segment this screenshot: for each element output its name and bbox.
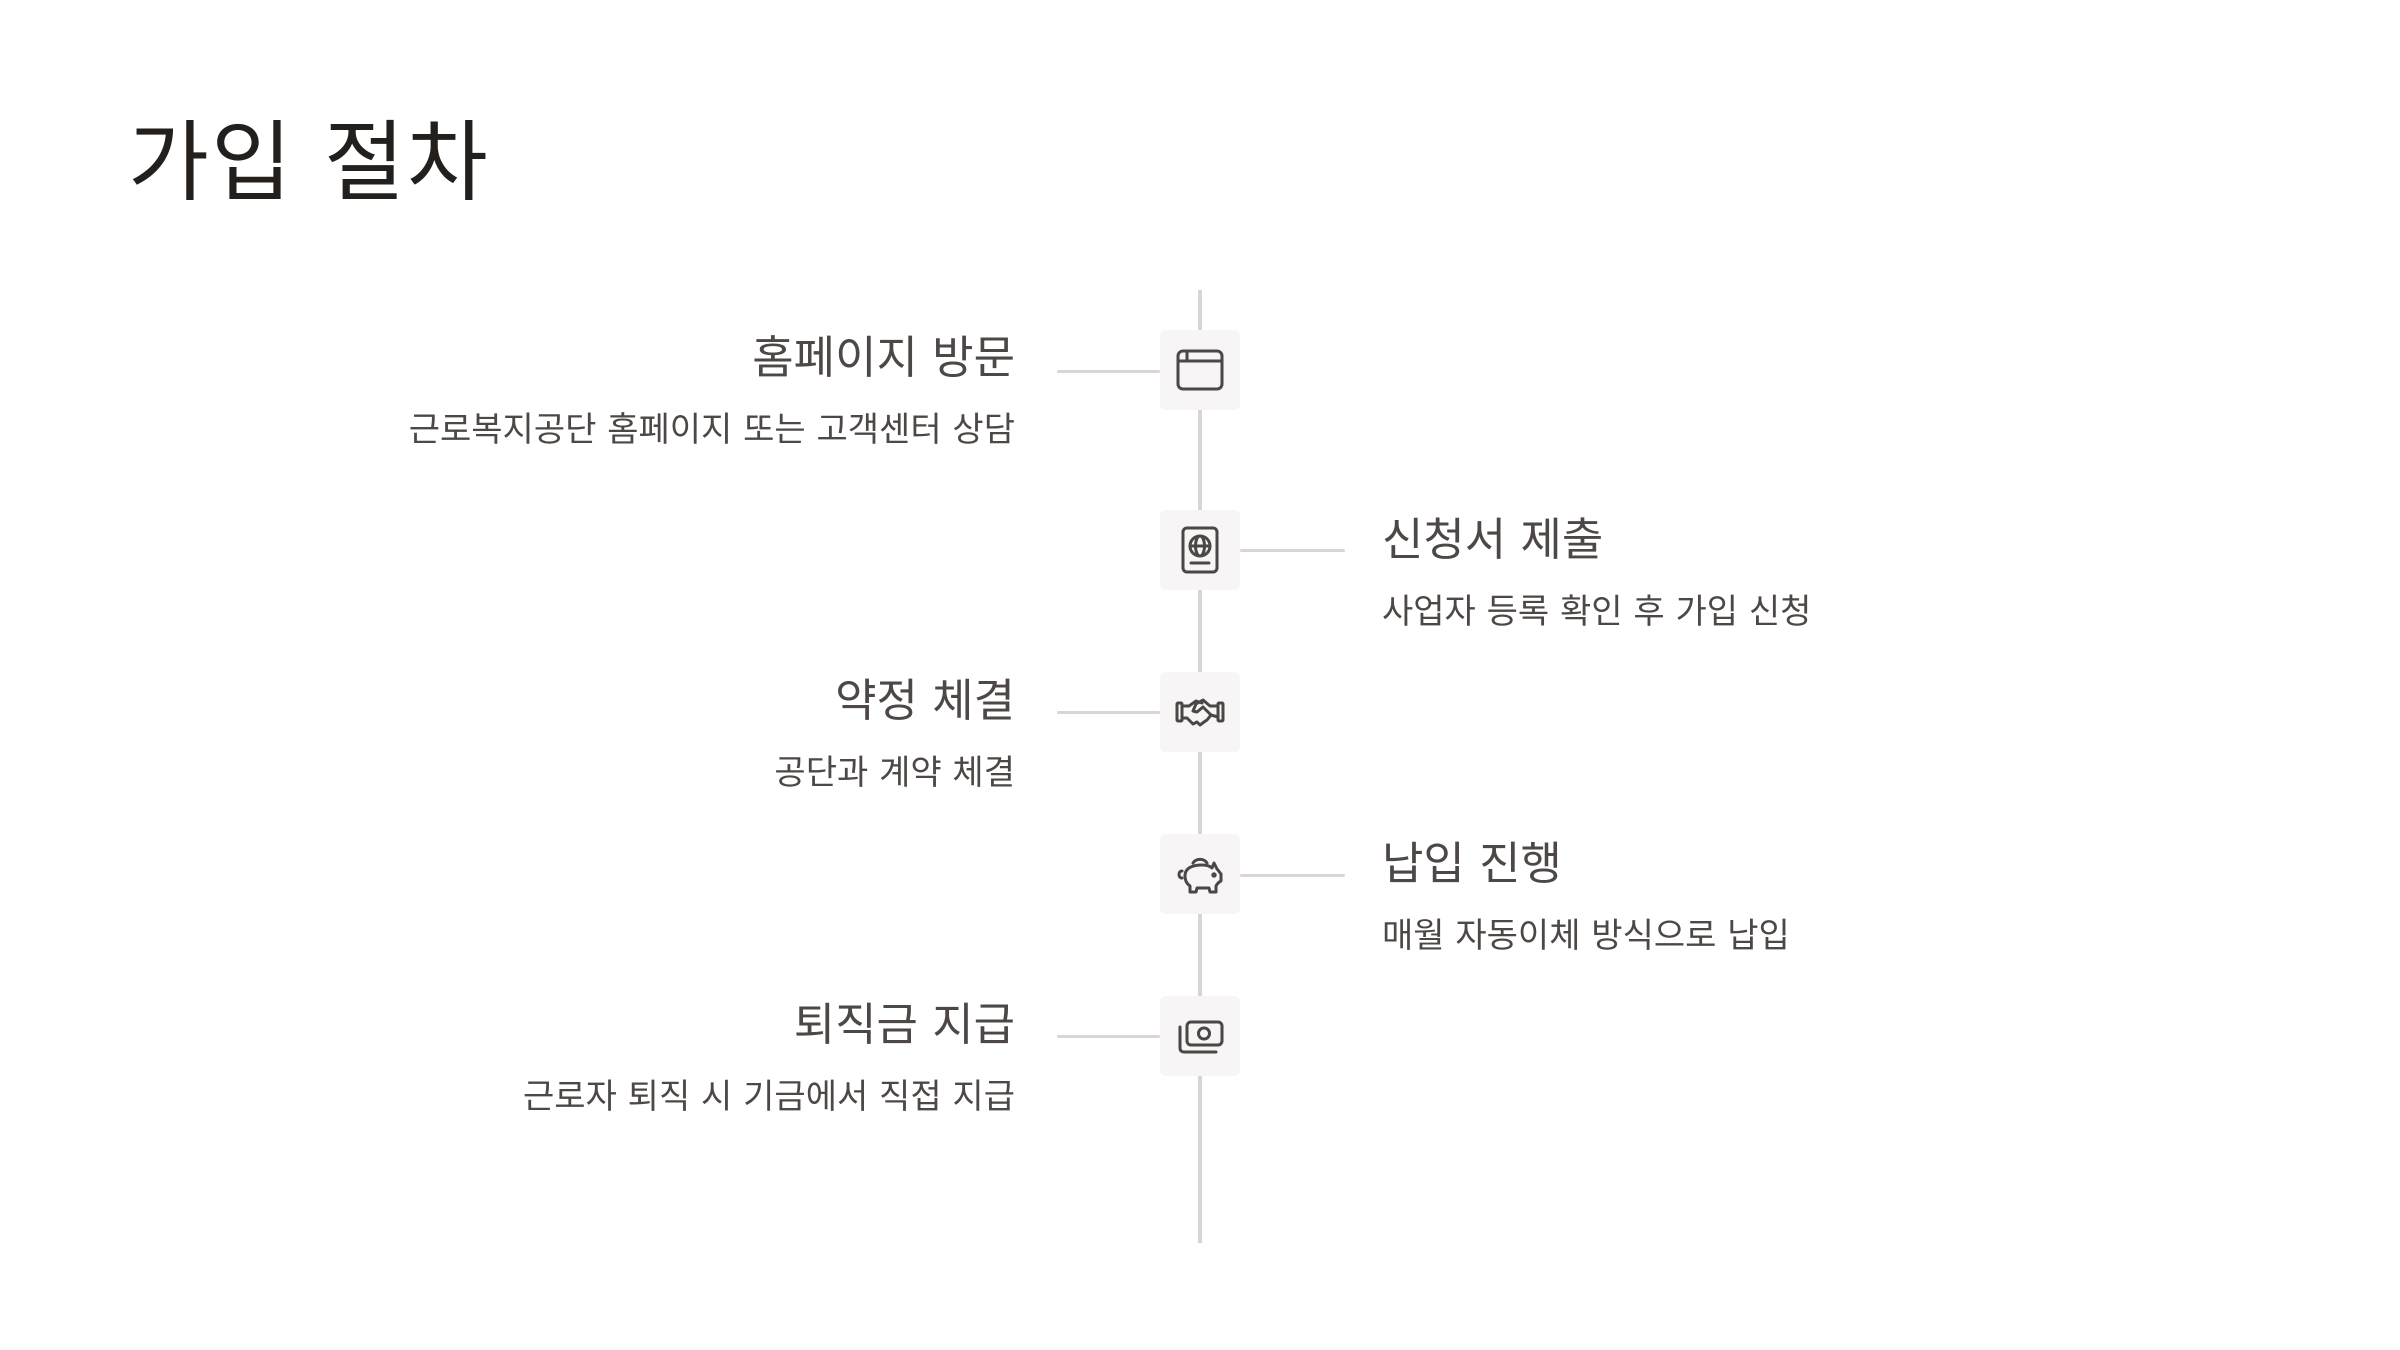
- step-severance-payout: 퇴직금 지급 근로자 퇴직 시 기금에서 직접 지급: [315, 997, 1015, 1119]
- step-description: 매월 자동이체 방식으로 납입: [1382, 916, 1790, 956]
- step-icon-box: [1160, 672, 1240, 752]
- connector-line: [1240, 874, 1345, 877]
- step-title: 납입 진행: [1382, 837, 1562, 890]
- browser-window-icon: [1176, 349, 1224, 391]
- step-icon-box: [1160, 834, 1240, 914]
- step-contract-signing: 약정 체결 공단과 계약 체결: [315, 673, 1015, 795]
- connector-line: [1057, 711, 1160, 714]
- step-title: 홈페이지 방문: [752, 331, 1015, 384]
- passport-icon: [1181, 526, 1219, 574]
- step-application-submit: 신청서 제출 사업자 등록 확인 후 가입 신청: [1382, 512, 2082, 634]
- step-icon-box: [1160, 330, 1240, 410]
- step-payment-progress: 납입 진행 매월 자동이체 방식으로 납입: [1382, 836, 2082, 958]
- money-stack-icon: [1178, 1020, 1224, 1054]
- page-title: 가입 절차: [128, 111, 490, 214]
- step-description: 근로자 퇴직 시 기금에서 직접 지급: [523, 1077, 1015, 1117]
- step-homepage-visit: 홈페이지 방문 근로복지공단 홈페이지 또는 고객센터 상담: [315, 330, 1015, 452]
- step-title: 신청서 제출: [1382, 513, 1604, 566]
- handshake-icon: [1175, 698, 1225, 727]
- connector-line: [1240, 549, 1345, 552]
- step-icon-box: [1160, 996, 1240, 1076]
- timeline-line: [1198, 290, 1202, 1243]
- step-description: 공단과 계약 체결: [774, 753, 1015, 793]
- step-icon-box: [1160, 510, 1240, 590]
- connector-line: [1057, 370, 1160, 373]
- step-title: 퇴직금 지급: [793, 998, 1015, 1051]
- step-description: 근로복지공단 홈페이지 또는 고객센터 상담: [408, 410, 1015, 450]
- step-title: 약정 체결: [835, 674, 1015, 727]
- connector-line: [1057, 1035, 1160, 1038]
- step-description: 사업자 등록 확인 후 가입 신청: [1382, 592, 1812, 632]
- piggy-bank-icon: [1177, 857, 1223, 894]
